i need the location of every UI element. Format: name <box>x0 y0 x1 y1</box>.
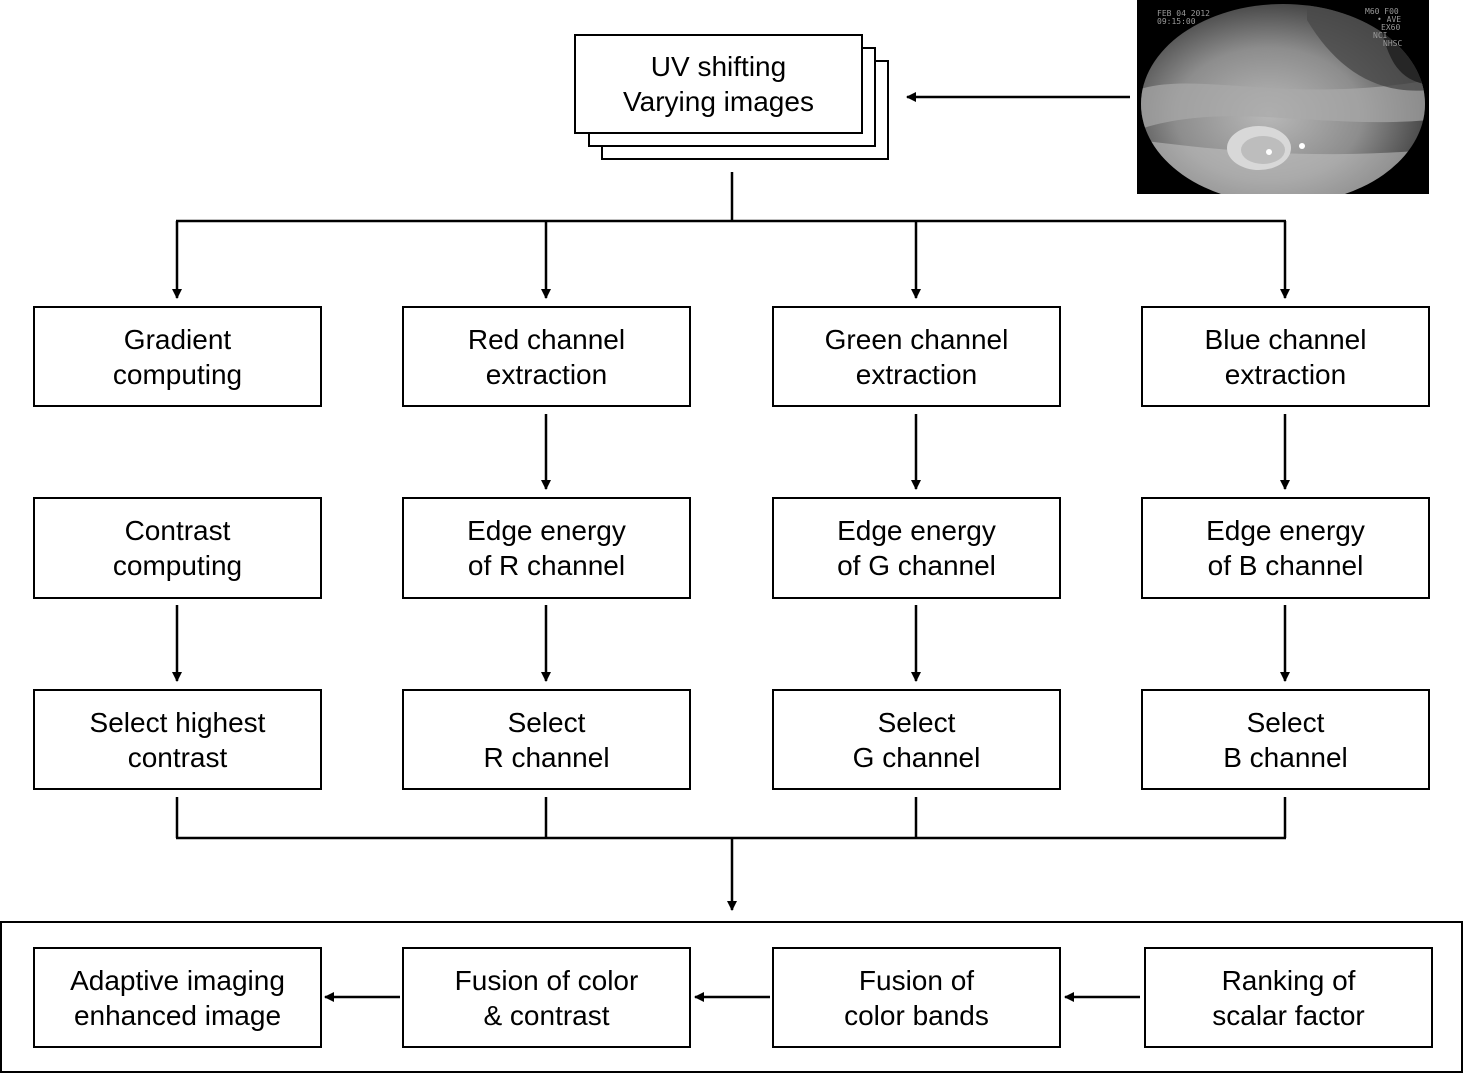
box-line: Select <box>507 706 586 738</box>
gradient-computing-box: Gradient computing <box>33 306 322 407</box>
box-line: of R channel <box>467 550 626 581</box>
box-line: extraction <box>485 358 608 390</box>
contrast-computing-box: Contrast computing <box>33 497 322 599</box>
blue-channel-extraction-box: Blue channel extraction <box>1141 306 1430 407</box>
box-line: contrast <box>127 741 228 773</box>
box-line: B channel <box>1223 741 1348 773</box>
edge-energy-g-box: Edge energy of G channel <box>772 497 1061 599</box>
photo-date: FEB 04 2012 <box>1157 9 1210 18</box>
box-line: Edge energy <box>837 515 996 546</box>
box-line: scalar factor <box>1212 999 1365 1031</box>
endoscopy-image: FEB 04 2012 09:15:00 M60 F00 • AVE EX60 … <box>1137 0 1429 194</box>
box-line: Adaptive imaging <box>70 964 285 996</box>
endoscopy-picture <box>1141 4 1425 194</box>
box-line: computing <box>112 550 243 581</box>
box-line: Ranking of <box>1221 964 1356 996</box>
box-line: Select <box>877 706 956 738</box>
edge-energy-b-box: Edge energy of B channel <box>1141 497 1430 599</box>
box-line: & contrast <box>483 999 610 1031</box>
box-line: Contrast <box>124 515 231 546</box>
input-title-line2: Varying images <box>623 86 814 117</box>
select-b-channel-box: Select B channel <box>1141 689 1430 790</box>
box-line: Edge energy <box>467 515 626 546</box>
box-line: Blue channel <box>1204 323 1367 355</box>
photo-corner-2: • AVE <box>1377 15 1402 24</box>
box-line: enhanced image <box>73 999 282 1031</box>
box-line: Select <box>1246 706 1325 738</box>
select-g-channel-box: Select G channel <box>772 689 1061 790</box>
box-line: Edge energy <box>1206 515 1365 546</box>
photo-corner-4: NCI <box>1373 31 1388 40</box>
box-line: Green channel <box>824 323 1009 355</box>
red-channel-extraction-box: Red channel extraction <box>402 306 691 407</box>
fusion-color-contrast-box: Fusion of color & contrast <box>402 947 691 1048</box>
fusion-group-frame <box>0 921 1463 1073</box>
box-line: of G channel <box>837 550 996 581</box>
box-line: Red channel <box>467 323 626 355</box>
box-line: Gradient <box>123 323 232 355</box>
input-title-line1: UV shifting <box>650 51 787 82</box>
edge-energy-r-box: Edge energy of R channel <box>402 497 691 599</box>
box-line: Fusion of <box>858 964 975 996</box>
box-line: color bands <box>844 999 989 1031</box>
photo-time: 09:15:00 <box>1157 17 1196 26</box>
box-line: Select highest <box>89 706 266 738</box>
adaptive-imaging-output-box: Adaptive imaging enhanced image <box>33 947 322 1048</box>
box-line: R channel <box>483 741 610 773</box>
ranking-scalar-factor-box: Ranking of scalar factor <box>1144 947 1433 1048</box>
box-line: Fusion of color <box>454 964 639 996</box>
box-line: computing <box>112 358 243 390</box>
box-line: extraction <box>1224 358 1347 390</box>
select-r-channel-box: Select R channel <box>402 689 691 790</box>
photo-corner-1: M60 F00 <box>1365 7 1399 16</box>
input-box: UV shifting Varying images <box>574 34 863 134</box>
photo-corner-3: EX60 <box>1381 23 1401 32</box>
select-highest-contrast-box: Select highest contrast <box>33 689 322 790</box>
photo-corner-5: NHSC <box>1383 39 1403 48</box>
fusion-color-bands-box: Fusion of color bands <box>772 947 1061 1048</box>
green-channel-extraction-box: Green channel extraction <box>772 306 1061 407</box>
box-line: of B channel <box>1207 550 1364 581</box>
box-line: G channel <box>852 741 981 773</box>
box-line: extraction <box>855 358 978 390</box>
